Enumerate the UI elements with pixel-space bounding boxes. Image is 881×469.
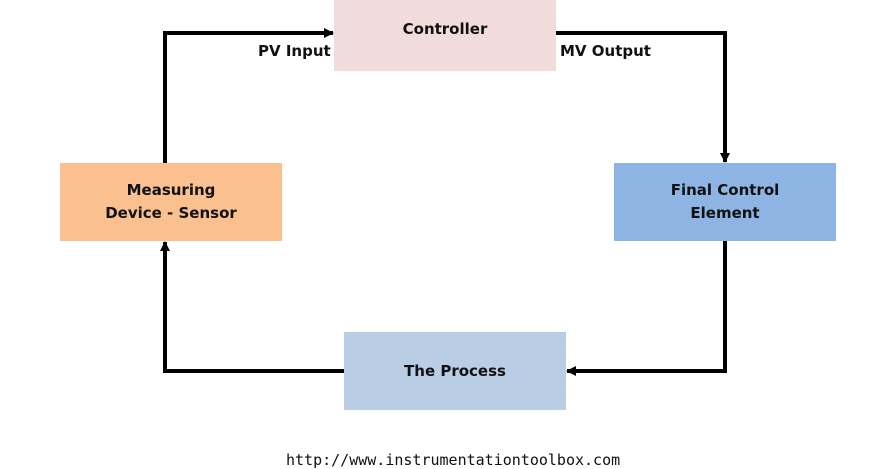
controller-label: Controller: [402, 20, 488, 38]
controller-node: Controller: [334, 0, 556, 71]
final-control-element-label-line-2: Element: [690, 204, 760, 222]
final-control-element-node: Final Control Element: [614, 163, 836, 241]
mv-output-label: MV Output: [560, 42, 651, 60]
measuring-device-label-line-1: Measuring: [126, 181, 216, 199]
pv-input-connector: [163, 28, 334, 163]
process-node: The Process: [344, 332, 566, 410]
pv-input-label: PV Input: [258, 42, 331, 60]
process-label: The Process: [404, 361, 506, 380]
footer-url: http://www.instrumentationtoolbox.com: [286, 451, 621, 469]
measuring-device-node: Measuring Device - Sensor: [60, 163, 282, 241]
measuring-device-label-line-2: Device - Sensor: [105, 204, 237, 222]
process-to-measuring-connector: [160, 241, 344, 373]
mv-output-connector: [556, 31, 730, 163]
final-to-process-connector: [566, 241, 727, 376]
final-control-element-label-line-1: Final Control: [670, 181, 780, 199]
